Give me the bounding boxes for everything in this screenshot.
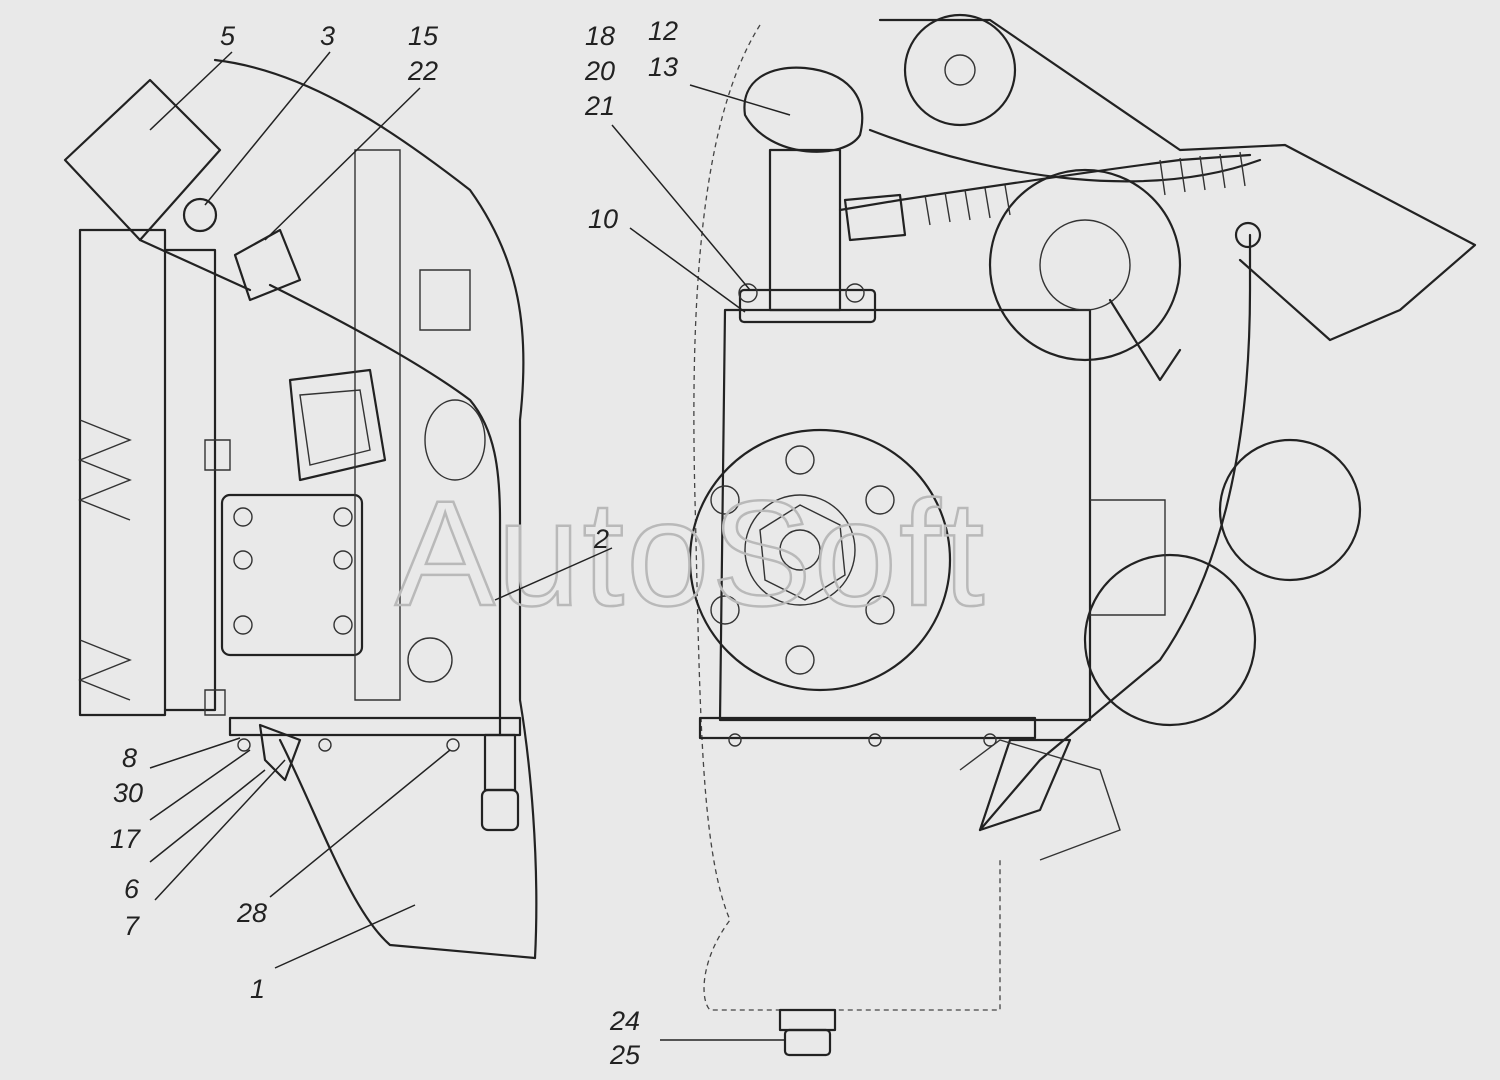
oil-pan <box>278 738 537 960</box>
dipstick-tube-left <box>268 283 502 737</box>
callout-12: 12 <box>648 16 678 46</box>
tube-fitting <box>483 733 517 792</box>
callout-6: 6 <box>124 874 140 904</box>
callout-28: 28 <box>236 898 267 928</box>
watermark-text: AutoSoft <box>395 469 986 637</box>
callout-25: 25 <box>609 1040 641 1070</box>
front-outline-dashed <box>693 24 1001 1011</box>
front-cover <box>718 308 1092 722</box>
breather-hose <box>838 153 1252 212</box>
watermark: AutoSoft <box>394 468 986 639</box>
right-view <box>688 13 1477 1057</box>
pan-flange-right <box>698 716 1037 740</box>
oil-filler-neck <box>768 148 842 312</box>
hose-clamp <box>843 193 907 242</box>
callout-17: 17 <box>110 824 141 854</box>
drain-plug <box>783 1028 832 1057</box>
callout-3: 3 <box>320 21 335 51</box>
filler-flange <box>738 288 877 324</box>
oil-pan-flange <box>228 716 522 737</box>
oil-filler-cap <box>743 66 864 153</box>
callout-15: 15 <box>408 21 439 51</box>
callout-20: 20 <box>584 56 615 86</box>
flywheel-hub <box>688 428 952 692</box>
callout-8: 8 <box>122 743 137 773</box>
bracket-bottom <box>258 723 302 782</box>
breather-plug <box>182 197 218 233</box>
left-view <box>63 58 538 960</box>
belt <box>868 128 1262 183</box>
starter <box>1218 438 1362 582</box>
callout-10: 10 <box>588 204 618 234</box>
alternator <box>1083 553 1257 727</box>
callout-13: 13 <box>648 52 678 82</box>
callout-1: 1 <box>250 974 265 1004</box>
callout-21: 21 <box>584 91 615 121</box>
callout-30: 30 <box>113 778 143 808</box>
water-pump-pulley <box>988 168 1182 362</box>
pulley <box>78 228 167 717</box>
filler-cap-left <box>63 78 222 242</box>
idler-pulley <box>903 13 1017 127</box>
dipstick-handle <box>1234 221 1262 249</box>
block-outline-left <box>213 58 538 960</box>
clamp-bracket <box>233 228 302 302</box>
callout-labels: 5 3 15 22 18 20 21 12 13 10 2 8 30 17 6 … <box>110 16 678 1070</box>
callout-5: 5 <box>220 21 236 51</box>
leader-lines <box>149 51 791 1041</box>
drain-plug-base <box>778 1008 837 1032</box>
dipstick-guide <box>978 738 1072 832</box>
exhaust-flange <box>288 368 387 482</box>
dipstick-right <box>978 233 1252 832</box>
top-housing <box>878 18 1477 342</box>
callout-22: 22 <box>407 56 438 86</box>
callout-18: 18 <box>585 21 615 51</box>
callout-24: 24 <box>609 1006 640 1036</box>
pulley-hub <box>163 248 217 712</box>
callout-7: 7 <box>124 911 140 941</box>
callout-2: 2 <box>593 524 609 554</box>
cover-plate <box>220 493 364 657</box>
